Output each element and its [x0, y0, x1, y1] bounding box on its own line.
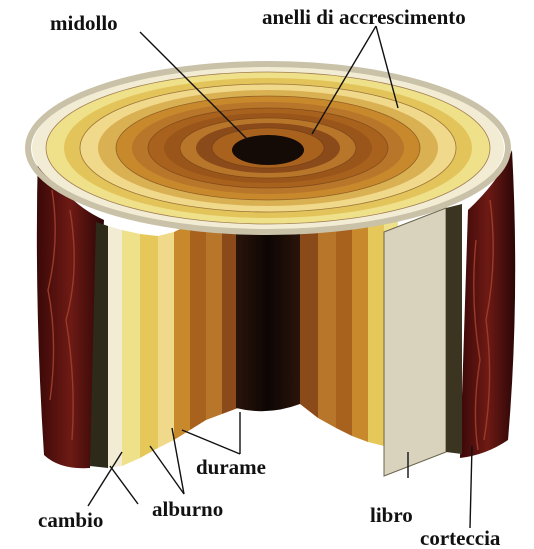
cambium-strip: [446, 204, 462, 454]
label-libro: libro: [370, 503, 413, 527]
label-durame: durame: [196, 455, 266, 479]
label-cambio: cambio: [38, 508, 103, 532]
label-alburno: alburno: [152, 497, 223, 521]
growth-rings: [32, 66, 504, 230]
label-corteccia: corteccia: [420, 526, 501, 549]
label-anelli: anelli di accrescimento: [262, 5, 466, 29]
label-midollo: midollo: [50, 11, 118, 35]
libro-panel: [384, 208, 446, 476]
